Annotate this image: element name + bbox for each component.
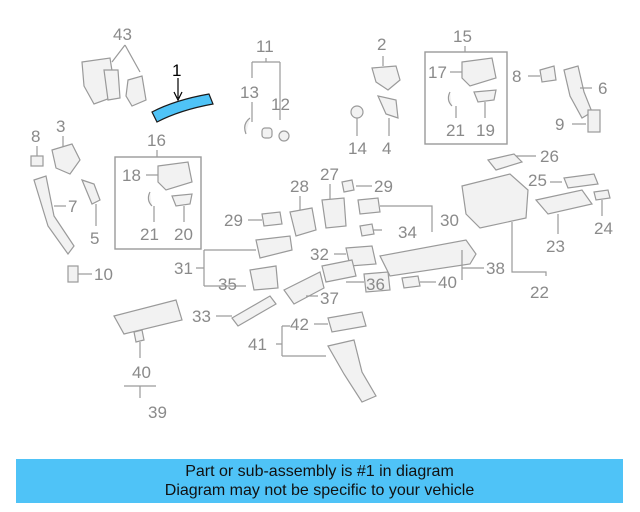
callout-9: 9 [555, 115, 564, 134]
part-group-left: 8 3 7 5 10 [30, 117, 113, 284]
part-group-2-4-14: 2 4 14 [348, 35, 401, 158]
part-group-39: 40 39 33 [113, 295, 277, 422]
callout-26: 26 [540, 147, 559, 166]
callout-38: 38 [486, 259, 505, 278]
callout-2: 2 [377, 35, 386, 54]
callout-11: 11 [256, 37, 274, 56]
callout-10: 10 [94, 265, 113, 284]
callout-40-bottom: 40 [132, 363, 151, 382]
callout-29-left: 29 [224, 211, 243, 230]
parts-diagram: 1 43 11 13 12 2 4 14 15 17 [30, 25, 613, 422]
callout-22: 22 [530, 283, 549, 302]
callout-14: 14 [348, 139, 367, 158]
callout-41: 41 [248, 335, 267, 354]
callout-30: 30 [440, 211, 459, 230]
part-43: 43 [81, 25, 147, 107]
callout-33: 33 [192, 307, 211, 326]
part-group-15: 15 17 21 19 [424, 27, 508, 145]
callout-6: 6 [598, 79, 607, 98]
part-group-16: 16 18 21 20 [114, 131, 202, 250]
part-group-32-40: 32 36 37 38 40 [283, 239, 505, 308]
callout-34: 34 [398, 223, 417, 242]
callout-27: 27 [320, 165, 339, 184]
callout-42: 42 [290, 315, 309, 334]
callout-21: 21 [446, 121, 465, 140]
callout-13: 13 [240, 83, 259, 102]
callout-1: 1 [172, 61, 181, 80]
banner-line-2: Diagram may not be specific to your vehi… [164, 482, 475, 499]
callout-17: 17 [428, 63, 447, 82]
callout-4: 4 [382, 139, 391, 158]
callout-39: 39 [148, 403, 167, 422]
part-group-11: 11 13 12 [240, 37, 290, 142]
callout-3: 3 [56, 117, 65, 136]
callout-40: 40 [438, 273, 457, 292]
callout-29: 29 [374, 177, 393, 196]
callout-5: 5 [90, 229, 99, 248]
callout-15: 15 [453, 27, 472, 46]
callout-23: 23 [546, 237, 565, 256]
callout-37: 37 [320, 289, 339, 308]
callout-31: 31 [174, 259, 193, 278]
callout-36: 36 [366, 275, 385, 294]
callout-32: 32 [310, 245, 329, 264]
callout-35: 35 [218, 275, 237, 294]
part-group-right: 26 22 25 23 24 [461, 147, 613, 302]
callout-20: 20 [174, 225, 193, 244]
callout-12: 12 [271, 95, 290, 114]
callout-43: 43 [113, 25, 132, 44]
callout-8: 8 [512, 67, 521, 86]
callout-7: 7 [68, 197, 77, 216]
callout-18: 18 [122, 166, 141, 185]
callout-8-left: 8 [31, 127, 40, 146]
part-group-31: 31 35 [174, 235, 293, 294]
callout-25: 25 [528, 171, 547, 190]
callout-24: 24 [594, 219, 613, 238]
part-group-6-8-9: 8 6 9 [512, 65, 607, 134]
part-1-highlighted[interactable]: 1 [151, 61, 214, 123]
callout-19: 19 [476, 121, 495, 140]
info-banner: Part or sub-assembly is #1 in diagram Di… [16, 459, 623, 503]
callout-16: 16 [147, 131, 166, 150]
callout-28: 28 [290, 177, 309, 196]
part-group-center: 27 29 28 29 30 34 [224, 165, 459, 242]
callout-21-box16: 21 [140, 225, 159, 244]
part-group-41: 42 41 [248, 311, 377, 403]
banner-line-1: Part or sub-assembly is #1 in diagram [185, 463, 454, 480]
